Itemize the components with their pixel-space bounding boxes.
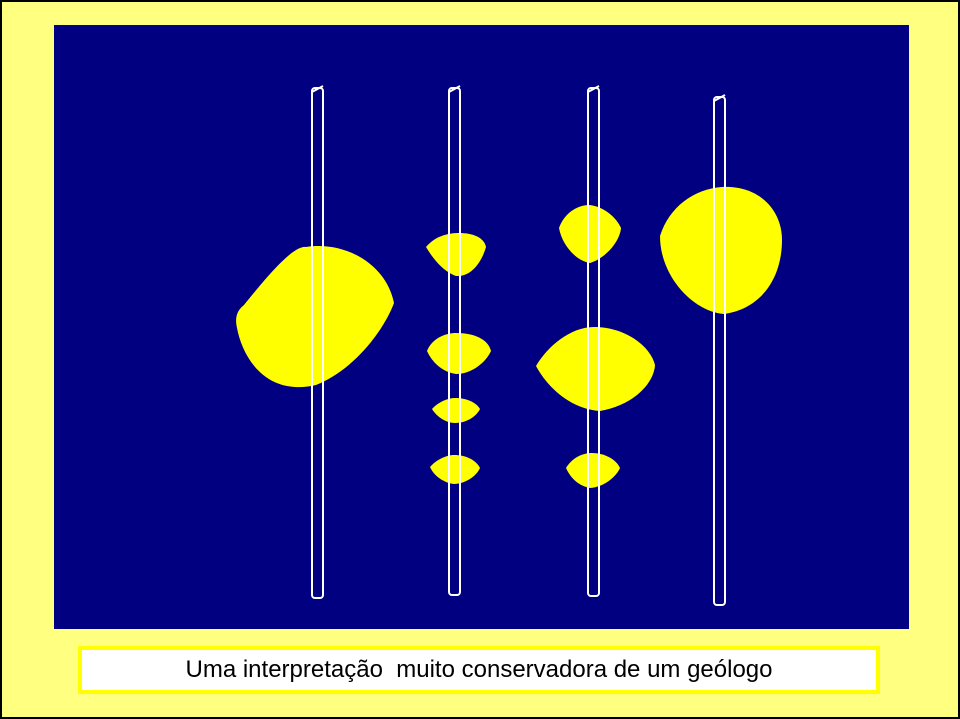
caption-text: Uma interpretação muito conservadora de …: [185, 656, 773, 683]
ore-body-hole4-1: [660, 186, 782, 314]
drill-hole-diagram: [236, 85, 782, 606]
ore-body-hole3-2: [536, 327, 655, 411]
ore-body-large-left: [236, 246, 394, 388]
geology-diagram-panel: [54, 25, 909, 629]
drill-hole-2: [448, 85, 461, 596]
ore-body-hole3-1: [559, 205, 621, 263]
ore-body-hole2-1: [426, 233, 486, 277]
ore-body-hole3-3: [566, 453, 620, 488]
drill-hole-1: [311, 85, 324, 599]
ore-body-hole2-3: [432, 398, 480, 423]
drill-hole-4: [713, 94, 726, 606]
drill-hole-3: [587, 85, 600, 597]
ore-body-hole2-4: [430, 455, 480, 484]
caption-box: Uma interpretação muito conservadora de …: [78, 646, 880, 694]
